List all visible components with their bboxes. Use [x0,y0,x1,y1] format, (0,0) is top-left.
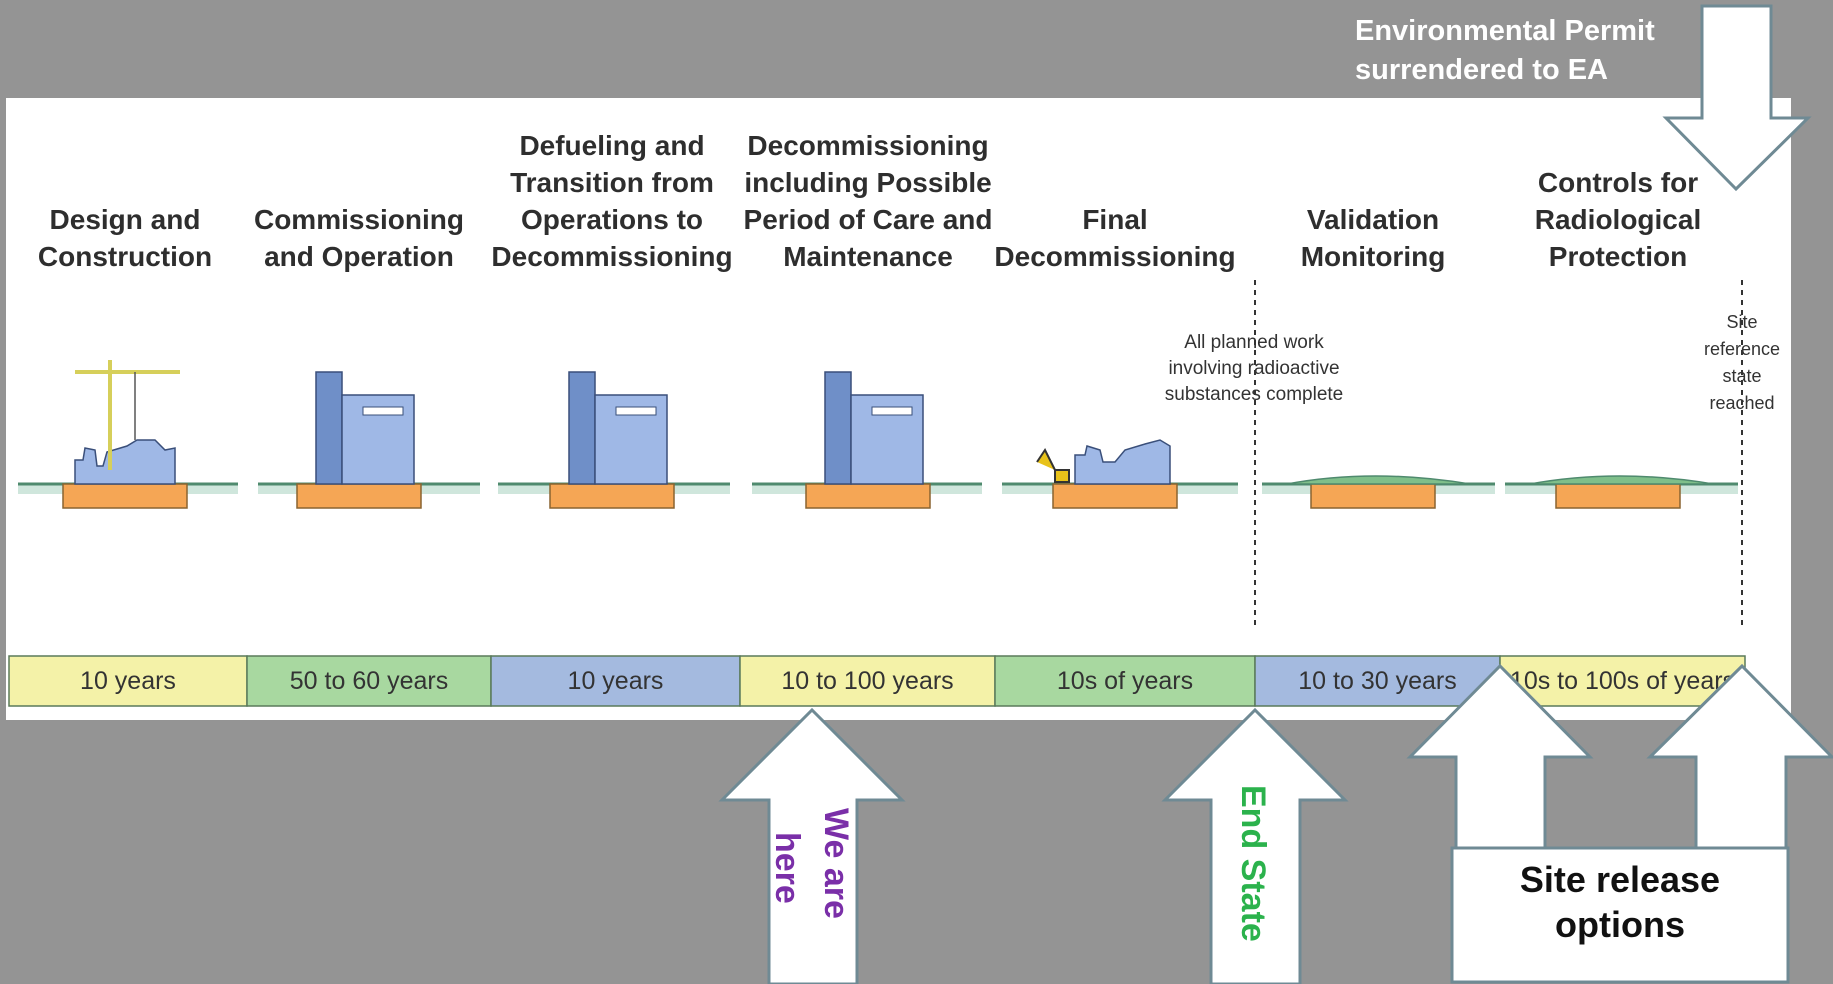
duration-label-2: 50 to 60 years [290,667,448,695]
duration-cell-2 [246,655,492,707]
duration-cell-3 [490,655,741,707]
end-state-label: End State [1234,785,1272,942]
duration-label-3: 10 years [568,667,664,695]
phase-6-title-line-2: Monitoring [1301,241,1446,272]
reference-state-note-line-1: Site [1726,312,1757,332]
reactor-tower [315,371,343,485]
demolished-structure [1074,439,1171,485]
we-are-here-line2: here [768,832,806,904]
radioactive-work-note-line-1: All planned work [1184,332,1324,353]
foundation-slab [549,483,675,509]
hall-windows [615,406,657,416]
radioactive-work-note-line-2: involving radioactive [1168,358,1339,379]
phase-7-title-line-2: Radiological [1535,204,1701,235]
site-release-arrow-left [1406,663,1594,852]
site-release-arrow-right [1646,663,1833,852]
reference-state-note-line-2: reference [1704,339,1780,359]
duration-label-1: 10 years [80,667,176,695]
phase-7-illustration [1505,475,1738,509]
phase-6-illustration [1262,475,1495,509]
duration-cell-6 [1254,655,1501,707]
phase-5-title-line-1: Final [1082,204,1147,235]
reference-state-note-line-4: reached [1709,393,1774,413]
duration-cell-4 [739,655,996,707]
foundation-slab [62,483,188,509]
phase-1-illustration [18,360,238,509]
grassed-mound [1529,475,1714,485]
phase-7-title-line-1: Controls for [1538,167,1698,198]
site-release-options-line2: options [1555,904,1685,945]
duration-cell-7 [1499,655,1746,707]
hall-windows [362,406,404,416]
phase-1-title-line-2: Construction [38,241,212,272]
phase-2-illustration [258,371,480,509]
phase-4-title-line-2: including Possible [744,167,991,198]
partial-structure [74,439,176,485]
hall-windows [871,406,913,416]
phase-3-title-line-1: Defueling and [519,130,704,161]
phase-5-illustration [1002,439,1238,509]
permit-note-line2: surrendered to EA [1355,54,1608,86]
excavator [1036,448,1070,483]
grassed-mound [1286,475,1471,485]
phase-4-title-line-1: Decommissioning [747,130,988,161]
we-are-here-line1: We are [817,808,855,919]
site-release-options-box [1450,846,1790,984]
phase-4-title-line-4: Maintenance [783,241,953,272]
permit-note-line1: Environmental Permit [1355,15,1655,47]
duration-label-4: 10 to 100 years [781,667,953,695]
site-release-options-line1: Site release [1520,859,1720,900]
reactor-tower [568,371,596,485]
reactor-tower [824,371,852,485]
duration-label-7: 10s to 100s of years [1510,667,1735,695]
phase-1-title-line-1: Design and [50,204,201,235]
foundation-slab [805,483,931,509]
phase-4-title-line-3: Period of Care and [744,204,993,235]
phase-4-illustration [752,371,982,509]
phase-2-title-line-1: Commissioning [254,204,464,235]
end-state-arrow [1161,707,1349,984]
phase-2-title-line-2: and Operation [264,241,454,272]
duration-label-5: 10s of years [1057,667,1193,695]
phase-3-title-line-2: Transition from [510,167,714,198]
duration-label-6: 10 to 30 years [1298,667,1456,695]
phase-5-title-line-2: Decommissioning [994,241,1235,272]
permit-surrender-down-arrow [1662,4,1812,192]
phase-3-title-line-3: Operations to [521,204,703,235]
phase-6-title-line-1: Validation [1307,204,1439,235]
duration-cell-5 [994,655,1256,707]
radioactive-work-note-line-3: substances complete [1165,384,1344,405]
foundation-slab [1310,483,1436,509]
foundation-slab [296,483,422,509]
phase-3-illustration [498,371,730,509]
foundation-slab [1555,483,1681,509]
phase-3-title-line-4: Decommissioning [491,241,732,272]
foundation-slab [1052,483,1178,509]
we-are-here-arrow [718,707,906,984]
phase-7-title-line-3: Protection [1549,241,1687,272]
reference-state-note-line-3: state [1722,366,1761,386]
